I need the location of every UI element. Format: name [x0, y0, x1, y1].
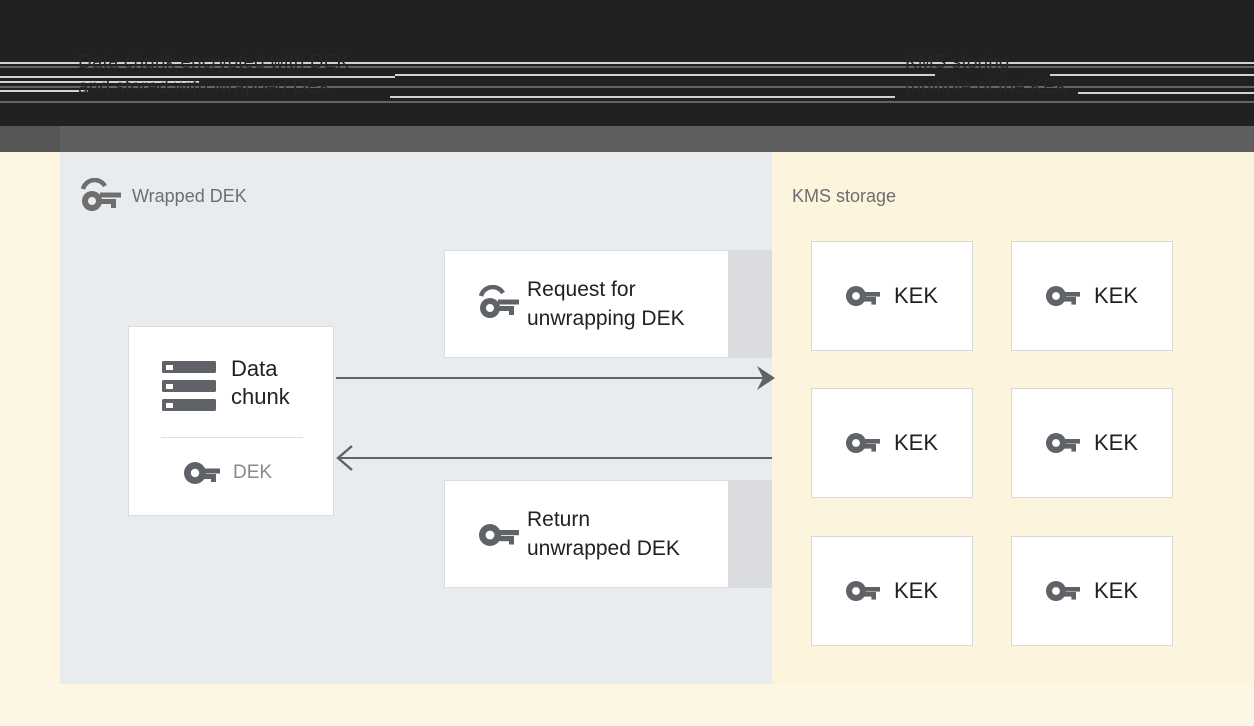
kek-label: KEK: [893, 283, 939, 308]
key-icon: [1045, 285, 1080, 307]
key-icon: [845, 580, 880, 602]
header-streak: [0, 62, 1254, 64]
data-chunk-divider: [161, 437, 303, 438]
header-streak: [0, 66, 1254, 68]
kek-box[interactable]: KEK: [1011, 536, 1173, 646]
key-icon: [1045, 580, 1080, 602]
header-streak: [1050, 74, 1254, 76]
kek-box[interactable]: KEK: [1011, 388, 1173, 498]
key-icon: [477, 515, 519, 549]
header-streak: [0, 86, 1254, 88]
kek-box-content: KEK: [1012, 242, 1172, 350]
request-unwrap-label: Request for unwrapping DEK: [527, 278, 685, 330]
data-chunk-dek-label: DEK: [233, 462, 273, 483]
header-gray-band-shade: [0, 126, 60, 152]
arrow-from-kms-head-icon: [334, 444, 354, 472]
return-trailing-band: [728, 480, 772, 588]
kek-box[interactable]: KEK: [811, 241, 973, 351]
header-gray-band: [0, 126, 1254, 152]
header-streak: [1078, 92, 1254, 94]
kek-label: KEK: [1093, 430, 1139, 455]
request-unwrap-card[interactable]: Request for unwrapping DEK: [444, 250, 729, 358]
wrapped-key-icon: [477, 284, 519, 319]
header-streak: [390, 96, 895, 98]
header-streak: [395, 74, 935, 76]
kek-label: KEK: [1093, 283, 1139, 308]
key-icon: [845, 285, 880, 307]
return-unwrapped-card[interactable]: Return unwrapped DEK: [444, 480, 729, 588]
kek-box[interactable]: KEK: [811, 536, 973, 646]
kek-box[interactable]: KEK: [1011, 241, 1173, 351]
arrow-from-kms-line: [340, 457, 772, 459]
kek-label: KEK: [1093, 578, 1139, 603]
data-chunk-card[interactable]: Data chunk DEK: [128, 326, 334, 516]
arrow-to-kms-head-icon: [755, 364, 777, 392]
key-icon: [1045, 432, 1080, 454]
arrow-to-kms-line: [336, 377, 768, 379]
kek-box-content: KEK: [1012, 537, 1172, 645]
key-icon: [845, 432, 880, 454]
return-unwrapped-label: Return unwrapped DEK: [527, 508, 680, 560]
server-stack-icon: [162, 361, 216, 411]
header-caption-left: Data chunk encrypted with DEK and stored…: [78, 52, 350, 98]
header-streak: [0, 101, 1254, 103]
panel-title-kms-storage: KMS storage: [792, 186, 897, 206]
kek-box-content: KEK: [1012, 389, 1172, 497]
panel-title-wrapped-dek: Wrapped DEK: [132, 186, 247, 206]
kek-box-content: KEK: [812, 242, 972, 350]
key-icon: [184, 461, 220, 485]
kek-label: KEK: [893, 430, 939, 455]
header-streak: [0, 81, 200, 83]
header-caption-right: KMS storing multiple of the KEK: [905, 52, 1069, 98]
wrapped-key-icon: [79, 177, 121, 212]
kek-box-content: KEK: [812, 389, 972, 497]
request-trailing-band: [728, 250, 772, 358]
kek-box-content: KEK: [812, 537, 972, 645]
header-streak: [0, 90, 88, 92]
header-streak: [0, 76, 395, 78]
data-chunk-title: Data chunk: [231, 356, 290, 409]
kek-label: KEK: [893, 578, 939, 603]
kek-box[interactable]: KEK: [811, 388, 973, 498]
